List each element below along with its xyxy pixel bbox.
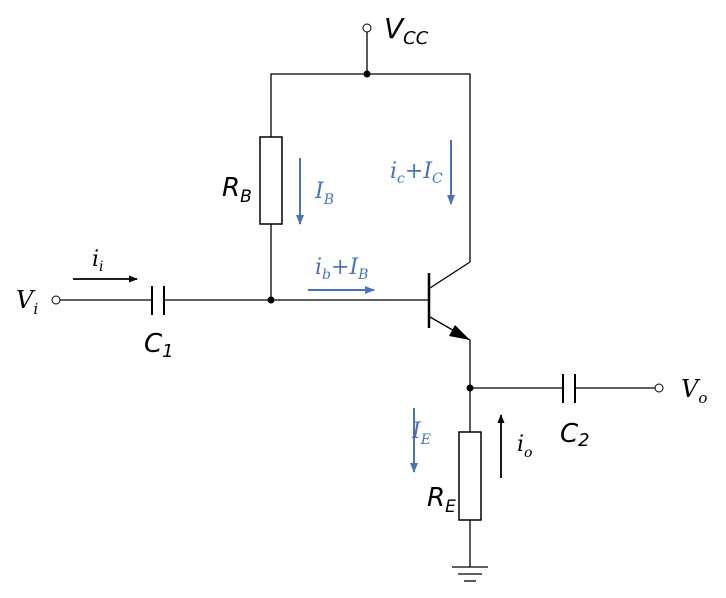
IE-label: IE	[411, 419, 431, 448]
IB-label: IB	[314, 179, 334, 208]
re-resistor	[458, 431, 482, 521]
vi-terminal	[51, 295, 61, 305]
ii-label: ii	[92, 247, 104, 275]
ic-plus-IC-label: ic+IC	[390, 159, 443, 187]
vo-terminal	[654, 383, 664, 393]
c1-capacitor	[151, 286, 165, 315]
c1-label: C1	[144, 329, 174, 362]
c2-label: C2	[560, 419, 590, 451]
collector-lead	[429, 261, 471, 289]
rb-label: RB	[222, 173, 252, 207]
rb-resistor	[259, 136, 283, 225]
vo-label: Vo	[681, 375, 707, 407]
junction-dot-emitter	[466, 384, 474, 392]
re-label: RE	[427, 483, 456, 517]
vi-label: Vi	[16, 286, 38, 318]
ground-icon	[452, 566, 488, 582]
wires	[60, 32, 655, 567]
junction-dot-top	[363, 70, 371, 78]
npn-transistor	[427, 273, 470, 340]
vcc-label: VCC	[384, 12, 429, 49]
junction-dot-base	[267, 296, 275, 304]
vcc-terminal	[362, 23, 372, 33]
ib-plus-IB-label: ib+IB	[315, 255, 368, 283]
emitter-arrow-icon	[449, 325, 470, 340]
c2-capacitor	[562, 374, 576, 403]
io-label: io	[517, 432, 532, 461]
